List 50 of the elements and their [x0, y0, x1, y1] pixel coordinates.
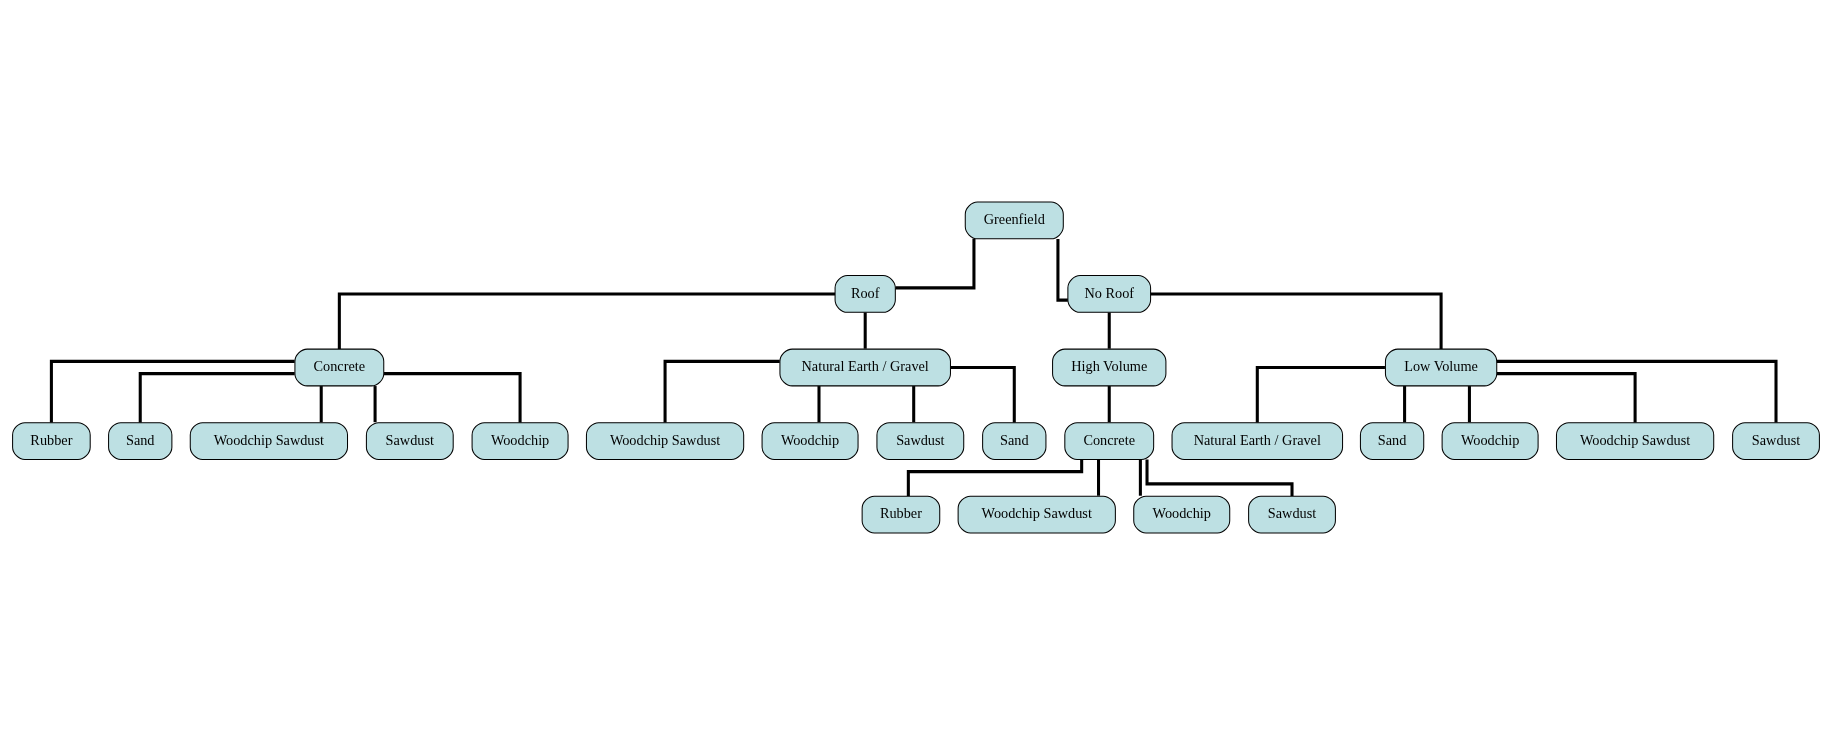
node-box: Woodchip	[761, 421, 859, 460]
node-box: Sand	[108, 421, 173, 460]
node-box: Sawdust	[1732, 421, 1820, 460]
node-box: Sawdust	[1248, 495, 1336, 533]
node-box: Natural Earth / Gravel	[779, 348, 951, 386]
connector	[912, 385, 916, 422]
connector	[950, 365, 1016, 422]
connector	[863, 312, 867, 349]
node-box: Woodchip Sawdust	[585, 421, 745, 460]
node-box: Sand	[1359, 421, 1425, 460]
connector	[337, 291, 836, 349]
connector	[373, 385, 377, 422]
connector	[384, 371, 522, 423]
connector	[1145, 458, 1294, 496]
node-box: Rubber	[861, 495, 941, 533]
connector	[1150, 291, 1443, 349]
node-box: Woodchip	[1441, 421, 1539, 460]
node-box: Roof	[834, 274, 896, 313]
node-box: Sawdust	[876, 421, 965, 460]
node-box: Woodchip Sawdust	[957, 495, 1116, 533]
connector	[319, 385, 323, 422]
connector	[1255, 365, 1385, 422]
node-box: No Roof	[1067, 274, 1152, 313]
connector	[1107, 312, 1111, 349]
connector	[817, 385, 821, 422]
node-box: Natural Earth / Gravel	[1171, 421, 1344, 460]
connector	[138, 371, 295, 423]
node-box: Low Volume	[1384, 348, 1498, 386]
connector	[49, 359, 295, 423]
connector	[1138, 459, 1142, 496]
node-box: Woodchip Sawdust	[1555, 421, 1715, 460]
node-box: Sand	[982, 421, 1047, 460]
connector	[1496, 359, 1778, 423]
connector	[1496, 371, 1637, 423]
node-box: Rubber	[12, 421, 91, 460]
connector	[1107, 385, 1111, 422]
node-box: Concrete	[294, 348, 385, 386]
connector	[1097, 459, 1101, 496]
connector	[1467, 385, 1471, 422]
node-box: Woodchip Sawdust	[189, 421, 348, 460]
connector	[1403, 385, 1407, 422]
node-box: High Volume	[1052, 348, 1167, 386]
node-box: Woodchip	[471, 421, 569, 460]
node-box: Concrete	[1064, 421, 1155, 460]
node-box: Sawdust	[365, 421, 454, 460]
connector	[1056, 238, 1068, 302]
node-box: Woodchip	[1133, 495, 1231, 533]
node-box: Greenfield	[964, 201, 1064, 239]
connector	[663, 359, 780, 423]
connector	[895, 238, 976, 289]
